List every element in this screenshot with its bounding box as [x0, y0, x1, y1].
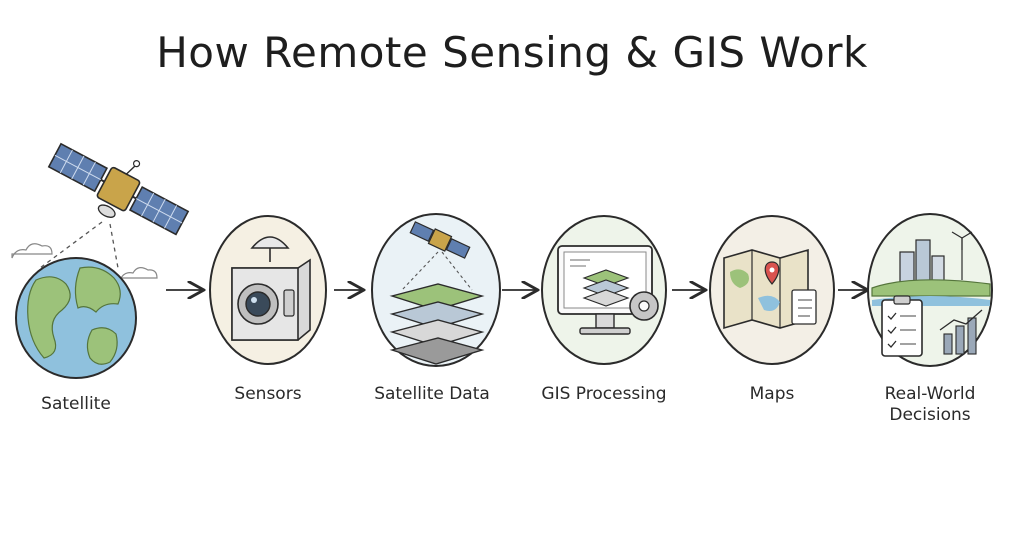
sensor-camera-icon — [209, 215, 327, 365]
step-label-maps: Maps — [749, 384, 795, 404]
cloud-icon — [119, 267, 158, 281]
step-label-satellite-data: Satellite Data — [374, 384, 490, 404]
earth-satellite-icon — [11, 142, 190, 379]
step-label-satellite: Satellite — [41, 394, 111, 414]
location-pin-icon — [764, 261, 780, 285]
bar-chart-icon — [943, 333, 953, 355]
satellite-icon — [47, 142, 190, 236]
page-title: How Remote Sensing & GIS Work — [156, 28, 868, 77]
decisions-city-icon — [867, 213, 993, 367]
step-label-real-world-decisions: Real-World Decisions — [884, 384, 976, 425]
gis-monitor-icon — [541, 215, 667, 365]
map-icon — [709, 215, 835, 365]
step-label-sensors: Sensors — [234, 384, 302, 404]
data-layers-icon — [371, 213, 501, 367]
step-label-gis-processing: GIS Processing — [541, 384, 667, 404]
clipboard-icon — [881, 299, 923, 357]
cloud-icon — [11, 243, 53, 259]
